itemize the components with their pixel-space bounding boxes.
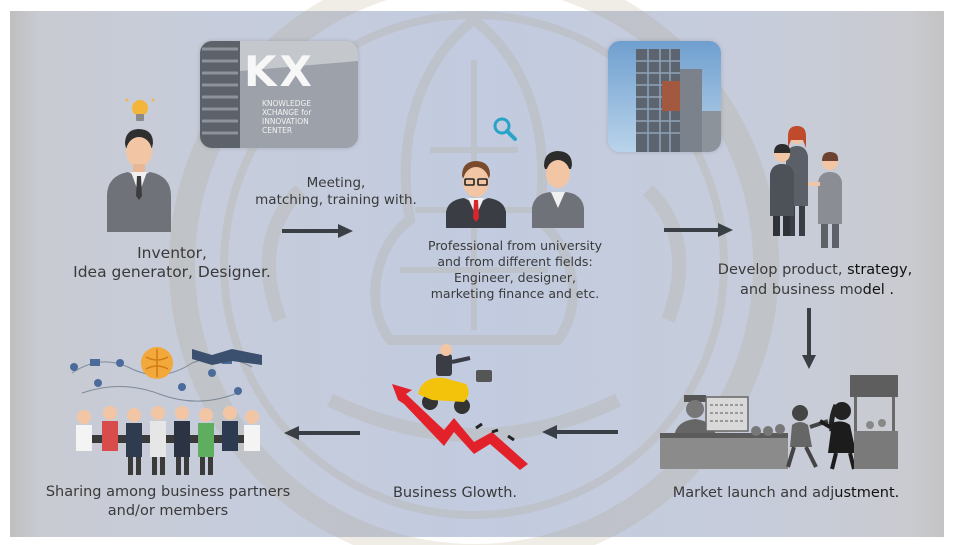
business-growth-figure <box>392 344 528 470</box>
market-label-part2: ustment. <box>834 485 900 501</box>
kx-sign-line2: XCHANGE for <box>262 108 312 117</box>
inventor-label-line2: Idea generator, Designer. <box>73 263 271 282</box>
arrow-market-to-growth <box>542 425 618 439</box>
professional-person-icon <box>532 151 584 228</box>
arrow-inventor-to-professional <box>282 224 353 238</box>
market-label-part1: Market launch and adj <box>672 485 835 501</box>
inventor-person-icon <box>107 129 171 232</box>
sharing-label-line2: and/or members <box>107 502 229 519</box>
develop-label-line2-part2: del . <box>862 281 895 298</box>
inventor-label-line1: Inventor, <box>137 244 207 262</box>
kx-sign-line4: CENTER <box>262 126 293 135</box>
market-label: Market launch and adjustment. <box>656 485 916 503</box>
business-team-icon <box>770 126 842 248</box>
office-tower-photo <box>608 41 721 152</box>
professionals-figure <box>446 117 584 228</box>
sharing-label-line1: Sharing among business partners <box>45 484 291 500</box>
professional-label-line1: Professional from university <box>428 238 602 253</box>
growth-label: Business Glowth. <box>392 485 518 501</box>
develop-label-line1-part1: Develop product, <box>717 262 848 278</box>
inventor-figure <box>107 96 171 232</box>
kx-sign-line1: KNOWLEDGE <box>262 99 312 108</box>
develop-label-line2: and business model . <box>695 281 935 301</box>
kx-building-photo: KX KNOWLEDGE XCHANGE for INNOVATION CENT… <box>200 41 358 148</box>
team-network-icon <box>70 347 262 475</box>
team-members <box>76 406 260 457</box>
meeting-label-line2: matching, training with. <box>255 191 417 208</box>
arrow-professional-to-develop <box>664 223 733 237</box>
inventor-label: Inventor, Idea generator, Designer. <box>62 244 282 282</box>
develop-label: Develop product, strategy, and business … <box>695 261 935 300</box>
kx-sign-text: KNOWLEDGE XCHANGE for INNOVATION CENTER <box>262 99 311 135</box>
kx-sign-line3: INNOVATION <box>262 117 309 126</box>
kx-logo: KX <box>244 47 315 96</box>
develop-label-line1: Develop product, strategy, <box>695 261 935 281</box>
professional-glasses-icon <box>446 161 506 228</box>
magnifier-icon <box>493 117 517 141</box>
growth-arrow-icon <box>392 384 528 470</box>
meeting-label: Meeting, matching, training with. <box>246 175 426 208</box>
professional-label-line4: marketing finance and etc. <box>430 286 600 301</box>
arrow-develop-to-market <box>802 308 816 369</box>
professional-label-line2: and from different fields: <box>437 254 593 269</box>
sharing-label: Sharing among business partners and/or m… <box>32 483 304 520</box>
lightbulb-icon <box>125 96 155 121</box>
develop-label-line1-part2: strategy, <box>847 262 913 278</box>
meeting-label-line1: Meeting, <box>306 175 366 191</box>
arrow-growth-to-sharing <box>284 426 360 440</box>
professional-label-line3: Engineer, designer, <box>454 270 576 285</box>
scooter-businessman-icon <box>418 344 515 442</box>
market-stall-icon <box>660 375 898 470</box>
professional-label: Professional from university and from di… <box>405 238 625 302</box>
develop-label-line2-part1: and business mo <box>739 281 863 298</box>
